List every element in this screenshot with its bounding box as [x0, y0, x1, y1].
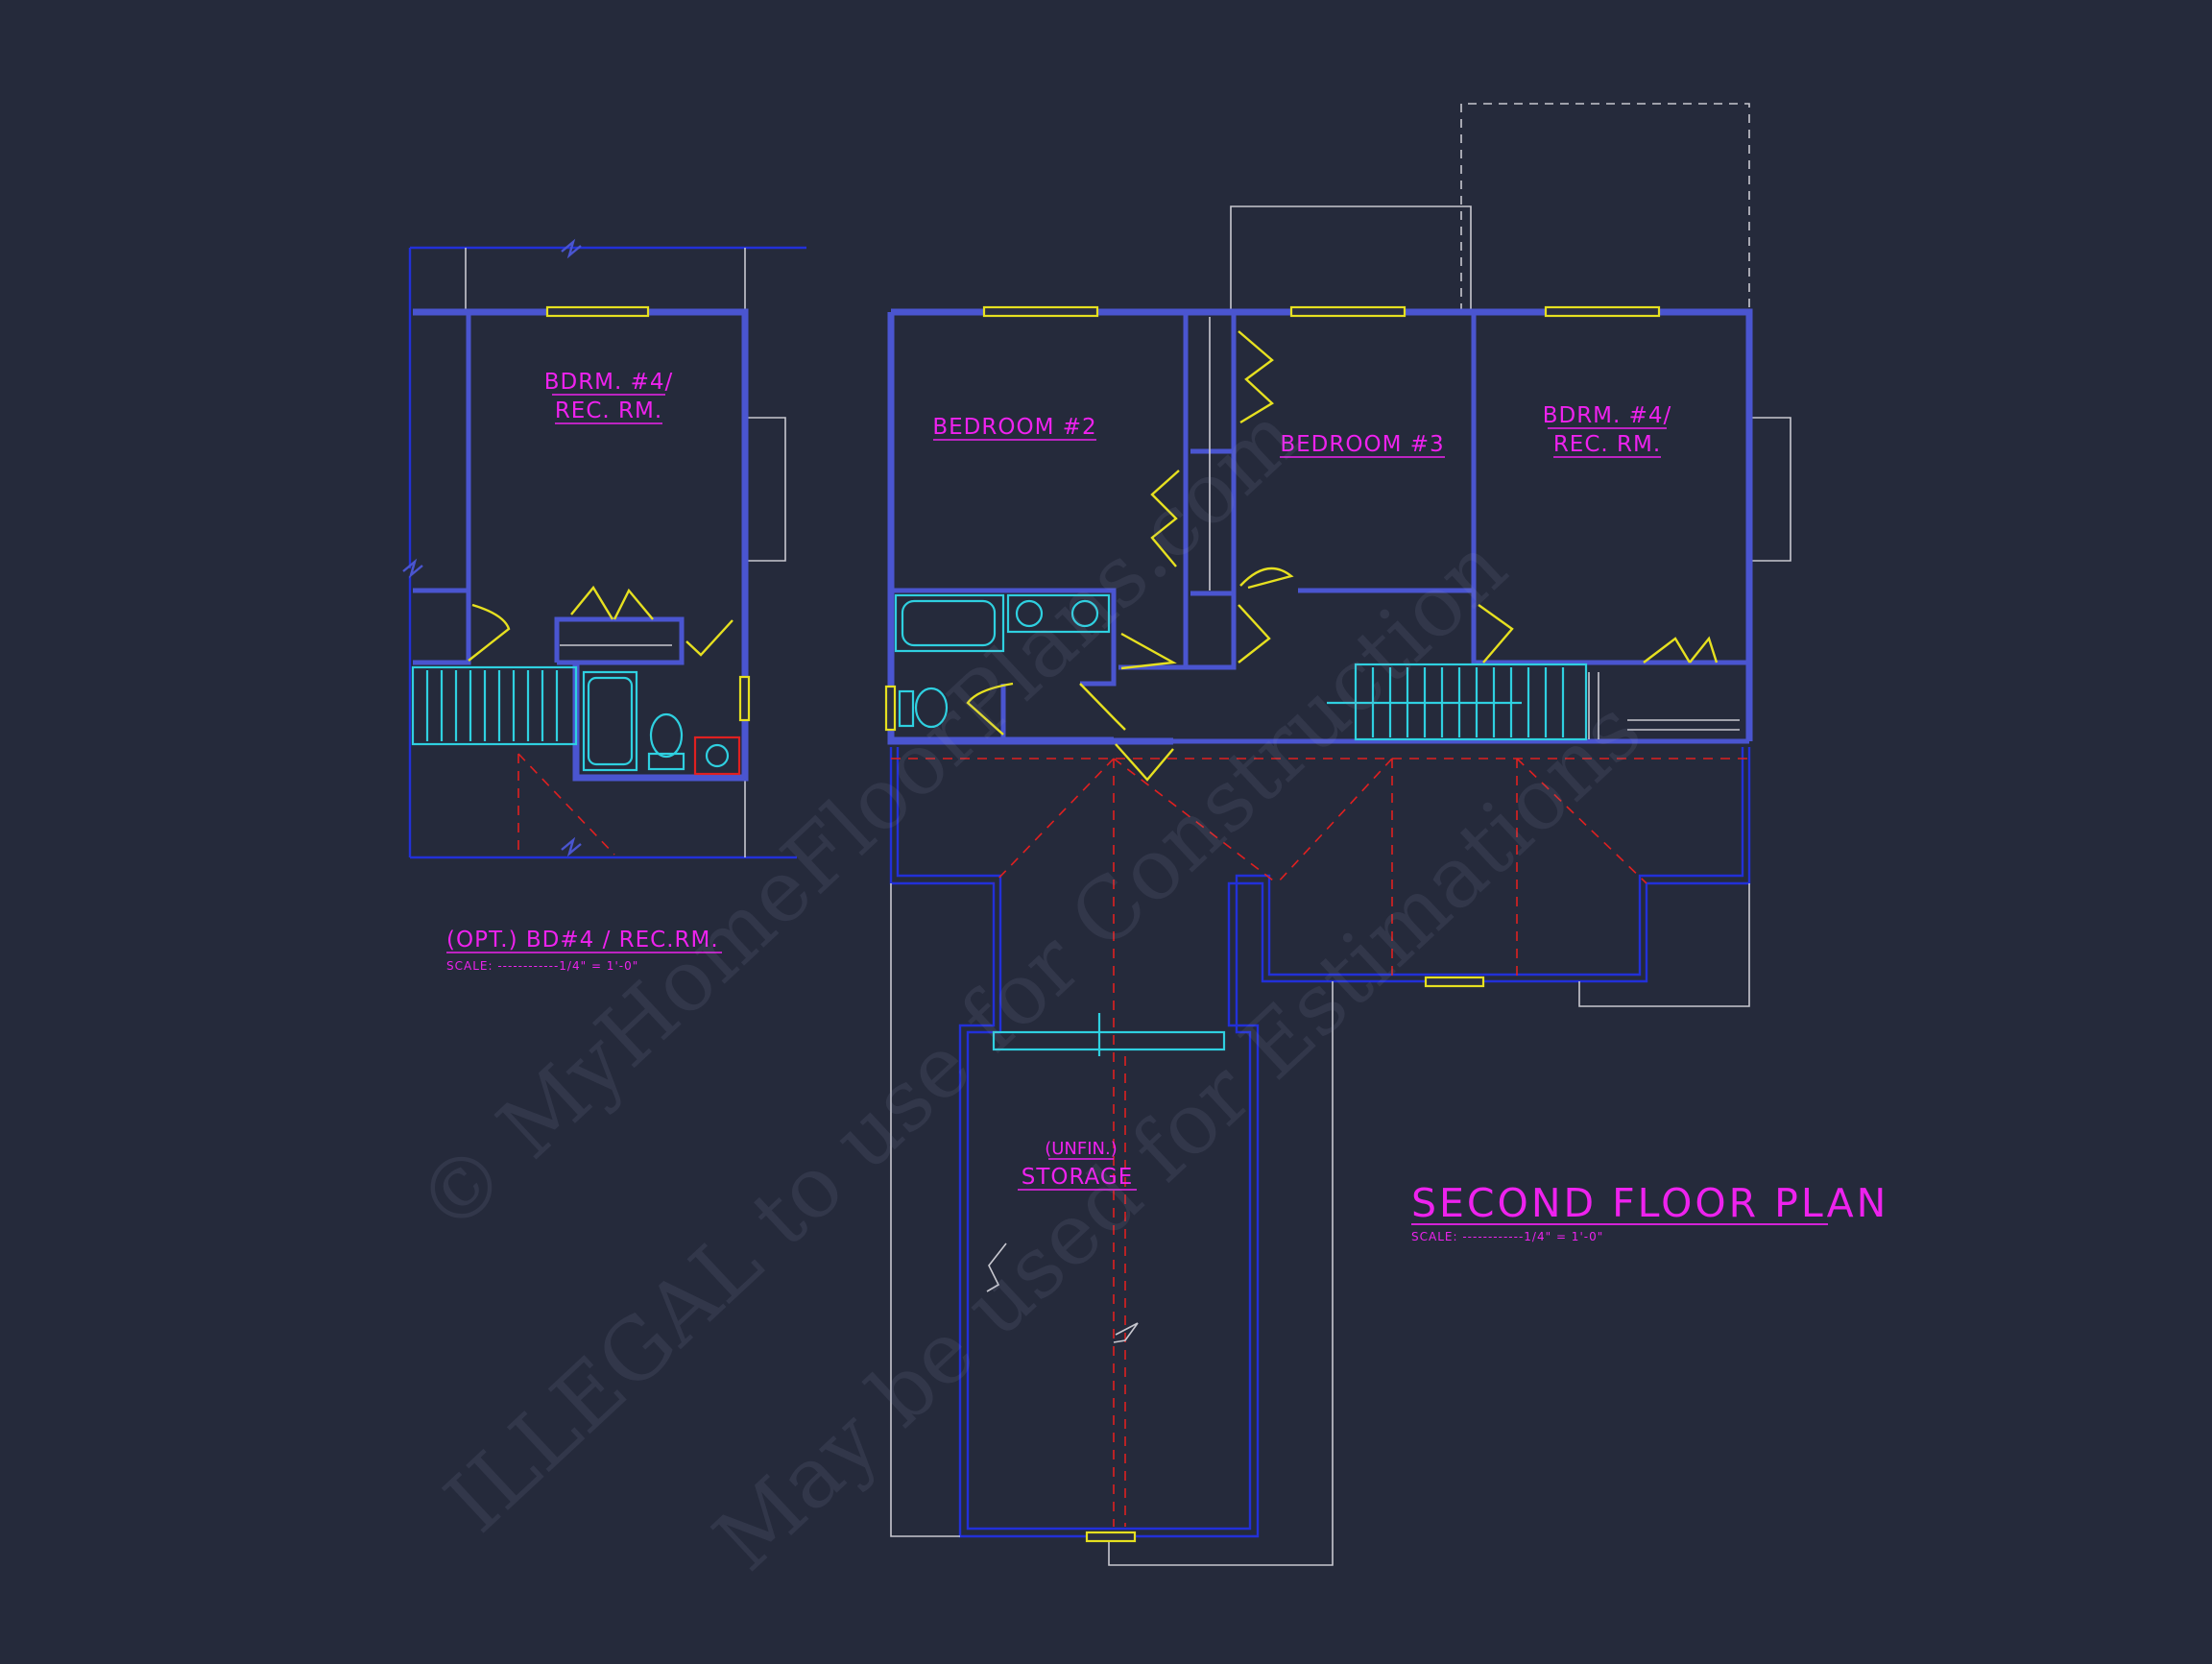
storage-label-line1: (UNFIN.): [1045, 1139, 1118, 1159]
watermark: © MyHomeFloorPlans.com ILLEGAL to use fo…: [397, 386, 1660, 1589]
opt-bdrm4-label-line1: BDRM. #4/: [544, 370, 674, 395]
storage-label-line2: STORAGE: [1022, 1165, 1134, 1190]
bdrm4-label-line1: BDRM. #4/: [1543, 403, 1672, 428]
bedroom2-label: BEDROOM #2: [932, 415, 1096, 440]
plan-titles: (OPT.) BD#4 / REC.RM. SCALE: -----------…: [446, 928, 1888, 1243]
opt-bdrm4-label-line2: REC. RM.: [555, 398, 662, 423]
optional-plan-title: (OPT.) BD#4 / REC.RM.: [446, 928, 719, 953]
room-labels: BDRM. #4/ REC. RM. BEDROOM #2 BEDROOM #3…: [544, 370, 1672, 1191]
main-plan-scale: SCALE: ------------1/4" = 1'-0": [1411, 1230, 1603, 1243]
main-stairs: [1327, 663, 1588, 741]
main-bath: [894, 593, 1111, 729]
optional-stairs: [411, 665, 578, 746]
main-plan-title: SECOND FLOOR PLAN: [1411, 1180, 1888, 1226]
optional-bath: [582, 670, 741, 776]
bedroom3-label: BEDROOM #3: [1280, 432, 1444, 457]
optional-plan-scale: SCALE: ------------1/4" = 1'-0": [446, 959, 638, 973]
bdrm4-label-line2: REC. RM.: [1553, 432, 1661, 457]
second-floor-plan: [884, 103, 1791, 1566]
optional-bedroom-plan: [402, 238, 806, 859]
